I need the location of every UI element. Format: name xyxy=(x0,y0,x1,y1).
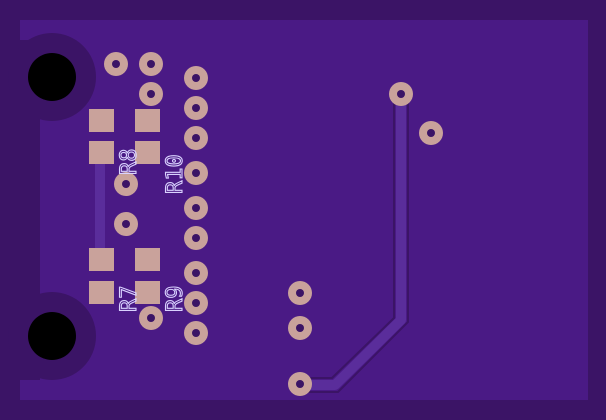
designator-r9: R9 xyxy=(163,286,188,313)
left-pour-strip xyxy=(20,40,40,380)
pad-r8-2 xyxy=(89,141,114,164)
designator-r10: R10 xyxy=(163,154,188,194)
pad-r9-2 xyxy=(135,281,160,304)
copper-traces xyxy=(95,90,406,390)
board-fill xyxy=(20,20,588,400)
designator-r8: R8 xyxy=(117,149,142,176)
pad-r8-1 xyxy=(89,109,114,132)
via-drills xyxy=(112,60,435,388)
pad-r7-2 xyxy=(89,281,114,304)
trace-outline xyxy=(300,95,409,393)
trace-right-net xyxy=(295,90,406,390)
mounting-hole-bottom xyxy=(28,312,76,360)
pad-r10-2 xyxy=(135,141,160,164)
smd-pads xyxy=(89,109,160,304)
pad-r10-1 xyxy=(135,109,160,132)
mounting-hole-top xyxy=(28,53,76,101)
designator-r7: R7 xyxy=(117,286,142,313)
pad-r9-1 xyxy=(135,248,160,271)
pad-r7-1 xyxy=(89,248,114,271)
